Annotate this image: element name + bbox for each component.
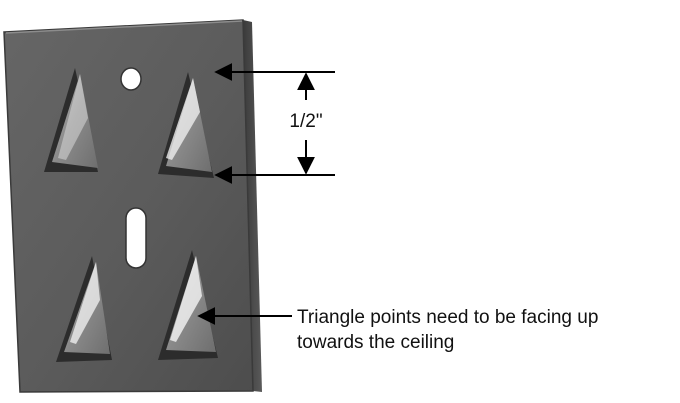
round-hole [120, 67, 142, 91]
triangle-prong-bottom-left [56, 256, 112, 362]
center-slot [125, 207, 147, 269]
callout-line-2: towards the ceiling [297, 332, 454, 353]
dimension-indicator: 1/2" [214, 63, 335, 184]
plate-right-edge [243, 20, 262, 392]
orientation-callout: Triangle points need to be facing up tow… [197, 307, 598, 353]
triangle-prong-top-right [158, 72, 214, 178]
triangle-prong-bottom-right [158, 250, 218, 360]
callout-line-1: Triangle points need to be facing up [297, 307, 598, 328]
dimension-label: 1/2" [289, 111, 322, 132]
triangle-prong-top-left [44, 68, 98, 172]
plate-top-highlight [5, 20, 243, 34]
